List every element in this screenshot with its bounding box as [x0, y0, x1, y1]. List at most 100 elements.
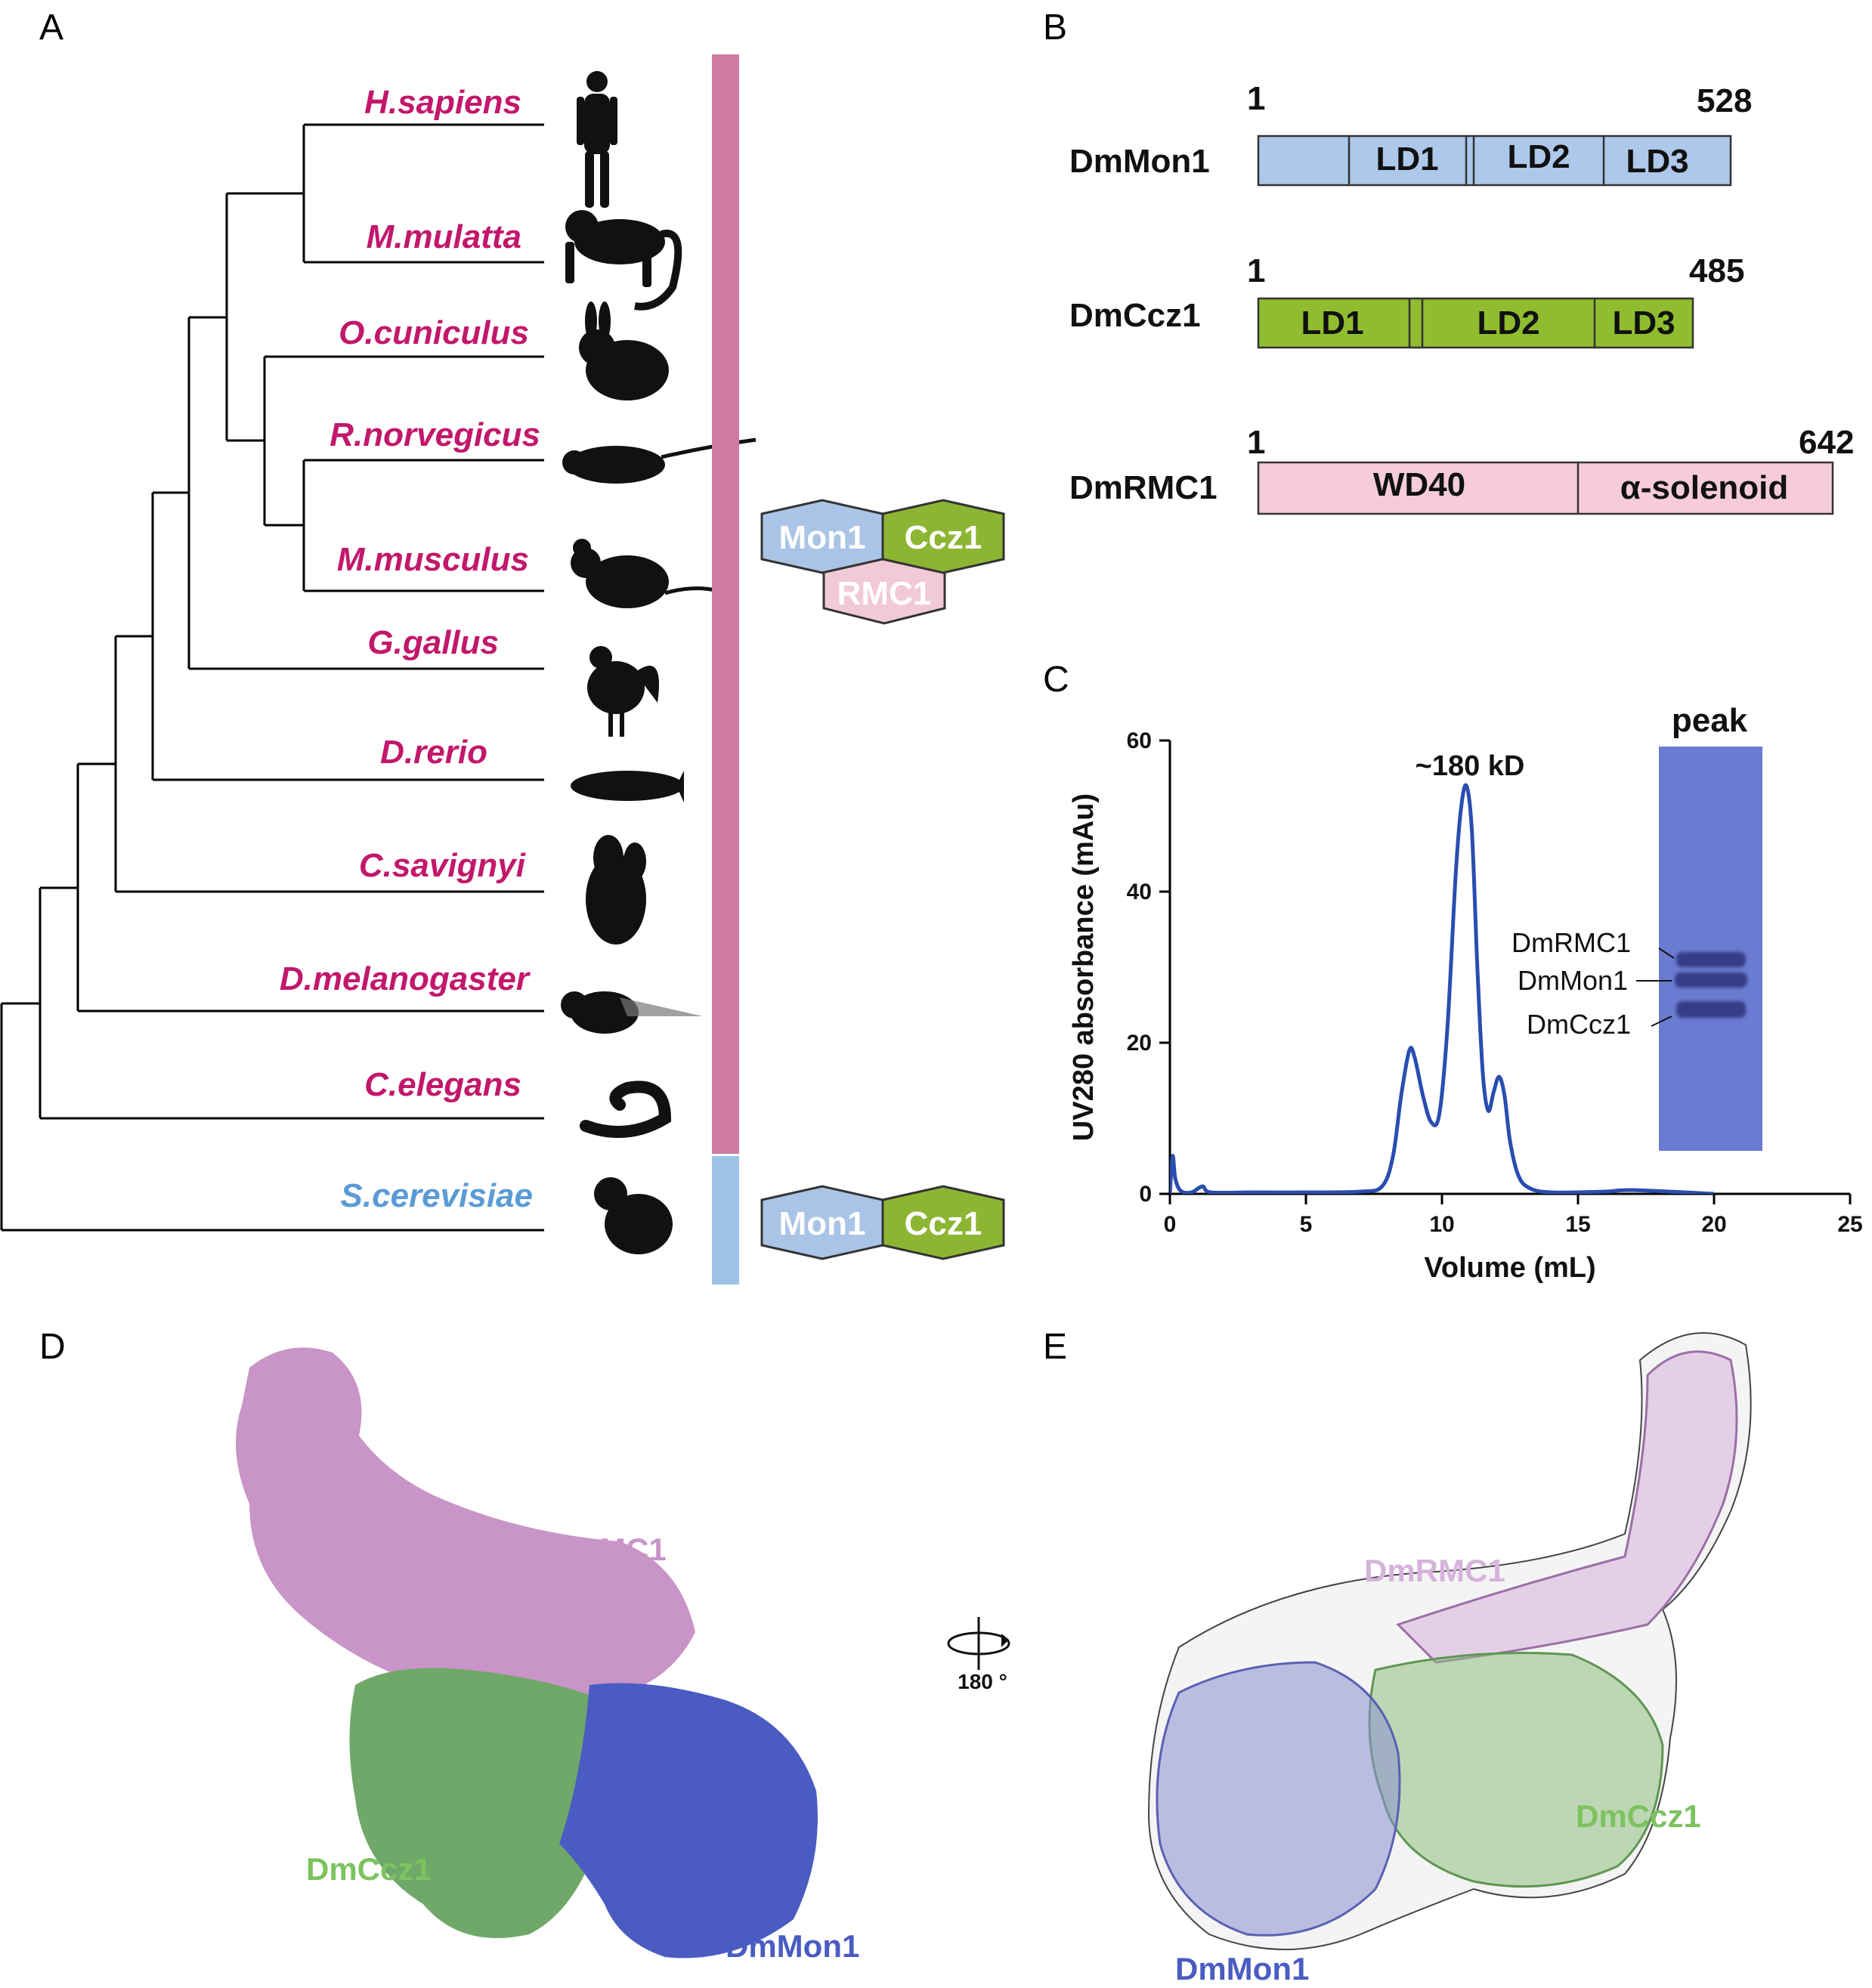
domain-ld3: LD3 — [1612, 305, 1675, 342]
ccz1-density — [349, 1668, 605, 1938]
y-axis-title: UV280 absorbance (mAu) — [1068, 793, 1100, 1141]
domain-diagram-rmc1: DmRMC1 1 642 WD40 α-solenoid — [1069, 424, 1854, 515]
species-label: M.musculus — [337, 541, 529, 578]
rmc1-model — [1396, 1350, 1738, 1664]
atomic-model-fit: DmRMC1 DmCcz1 DmMon1 — [1147, 1332, 1752, 1986]
domain-ld2: LD2 — [1507, 138, 1570, 175]
x-tick-label: 25 — [1837, 1212, 1862, 1237]
rotation-label: 180 ° — [958, 1670, 1007, 1693]
mon1-model — [1156, 1661, 1401, 1937]
x-tick-label: 0 — [1164, 1212, 1177, 1237]
species-label: H.sapiens — [364, 84, 521, 121]
fish-icon — [571, 771, 684, 802]
domain-diagram-mon1: DmMon1 1 528 LD1 LD2 LD3 — [1069, 80, 1752, 187]
human-icon — [577, 71, 617, 208]
ascidian-icon — [586, 835, 646, 945]
y-tick-label: 0 — [1139, 1182, 1152, 1207]
absorbance-trace — [1170, 783, 1715, 1194]
domain-bar — [1257, 134, 1732, 187]
domain-diagram-ccz1: DmCcz1 1 485 LD1 LD2 LD3 — [1069, 252, 1744, 349]
species-label: O.cuniculus — [339, 314, 529, 351]
rmc1-density — [236, 1347, 695, 1700]
mon1-label: DmMon1 — [1175, 1951, 1309, 1986]
phylogenetic-tree — [0, 123, 544, 1232]
rmc1-label: DmRMC1 — [1364, 1553, 1505, 1588]
x-tick-label: 5 — [1300, 1212, 1313, 1237]
gel-lane — [1659, 747, 1762, 1151]
ccz1-hexagon — [881, 1185, 1005, 1260]
start-residue: 1 — [1247, 252, 1265, 289]
organism-silhouettes — [561, 71, 757, 1254]
species-label: C.elegans — [364, 1066, 521, 1103]
domain-bar — [1257, 461, 1834, 515]
mon1-ccz1-rmc1-complex: Mon1 Ccz1 RMC1 — [760, 499, 1005, 625]
yeast-icon — [594, 1177, 673, 1254]
sds-page-gel: peak DmRMC1 DmMon1 DmCcz1 — [1512, 702, 1762, 1151]
chicken-icon — [587, 646, 659, 737]
panel-letter-a: A — [39, 8, 63, 48]
y-tick-label: 60 — [1127, 728, 1152, 753]
panel-letter-b: B — [1043, 8, 1067, 48]
ccz1-label: Ccz1 — [905, 519, 982, 556]
yeast-bar — [712, 1156, 739, 1285]
mouse-icon — [571, 539, 738, 608]
axis-ticks: 0 5 10 15 20 25 0 20 40 60 — [1127, 728, 1863, 1237]
mon1-density — [559, 1683, 818, 1959]
panel-letter-d: D — [39, 1327, 66, 1367]
domain-ld1: LD1 — [1301, 305, 1363, 342]
band-label-ccz1: DmCcz1 — [1527, 1009, 1631, 1040]
x-tick-label: 10 — [1429, 1212, 1454, 1237]
y-tick-label: 20 — [1127, 1031, 1152, 1056]
rabbit-icon — [579, 301, 669, 400]
rmc1-label: RMC1 — [837, 575, 932, 612]
domain-ld2: LD2 — [1477, 305, 1539, 342]
worm-icon — [580, 1081, 672, 1138]
x-tick-label: 20 — [1701, 1212, 1726, 1237]
domain-ld1: LD1 — [1375, 141, 1438, 178]
end-residue: 528 — [1697, 82, 1752, 119]
x-axis-title: Volume (mL) — [1424, 1252, 1595, 1284]
rat-icon — [562, 437, 757, 484]
gel-title: peak — [1672, 702, 1748, 739]
protein-name: DmRMC1 — [1069, 469, 1218, 506]
end-residue: 642 — [1799, 424, 1854, 461]
cryo-em-density-map: DmRMC1 DmCcz1 DmMon1 — [236, 1347, 859, 1964]
protein-name: DmMon1 — [1069, 143, 1210, 180]
ccz1-hexagon — [881, 499, 1005, 574]
mon1-ccz1-complex: Mon1 Ccz1 — [760, 1185, 1005, 1260]
peak-annotation: ~180 kD — [1416, 750, 1525, 782]
protein-name: DmCcz1 — [1069, 297, 1201, 334]
domain-bar — [1257, 297, 1694, 349]
ccz1-label: DmCcz1 — [306, 1851, 432, 1887]
domain-ld3: LD3 — [1626, 143, 1688, 180]
sec-chromatogram: 0 5 10 15 20 25 0 20 40 60 Volume (mL) UV280 abso… — [1068, 728, 1863, 1284]
band-label-mon1: DmMon1 — [1518, 965, 1628, 996]
x-tick-label: 15 — [1565, 1212, 1590, 1237]
mon1-label: DmMon1 — [726, 1928, 859, 1964]
rotation-icon: 180 ° — [947, 1617, 1010, 1693]
monkey-icon — [565, 210, 682, 311]
species-label: C.savignyi — [359, 847, 526, 884]
species-label: D.melanogaster — [280, 960, 531, 997]
species-label: D.rerio — [380, 734, 487, 771]
species-label: R.norvegicus — [330, 416, 540, 453]
domain-alpha-solenoid: α-solenoid — [1620, 469, 1789, 506]
start-residue: 1 — [1247, 80, 1265, 117]
species-label: M.mulatta — [367, 218, 521, 255]
end-residue: 485 — [1689, 252, 1744, 289]
species-label: S.cerevisiae — [341, 1177, 533, 1214]
y-tick-label: 40 — [1127, 880, 1152, 904]
species-labels: H.sapiensM.mulattaO.cuniculusR.norvegicu… — [280, 84, 540, 1214]
band-label-rmc1: DmRMC1 — [1512, 927, 1631, 958]
ccz1-label: DmCcz1 — [1576, 1798, 1701, 1834]
fly-icon — [561, 991, 703, 1034]
ccz1-label: Ccz1 — [905, 1205, 982, 1242]
domain-wd40: WD40 — [1373, 466, 1465, 503]
species-label: G.gallus — [367, 624, 499, 661]
start-residue: 1 — [1247, 424, 1265, 461]
mon1-label: Mon1 — [779, 519, 866, 556]
panel-letter-c: C — [1043, 660, 1069, 700]
mammal-to-nematode-bar — [712, 54, 739, 1154]
panel-letter-e: E — [1043, 1327, 1067, 1367]
